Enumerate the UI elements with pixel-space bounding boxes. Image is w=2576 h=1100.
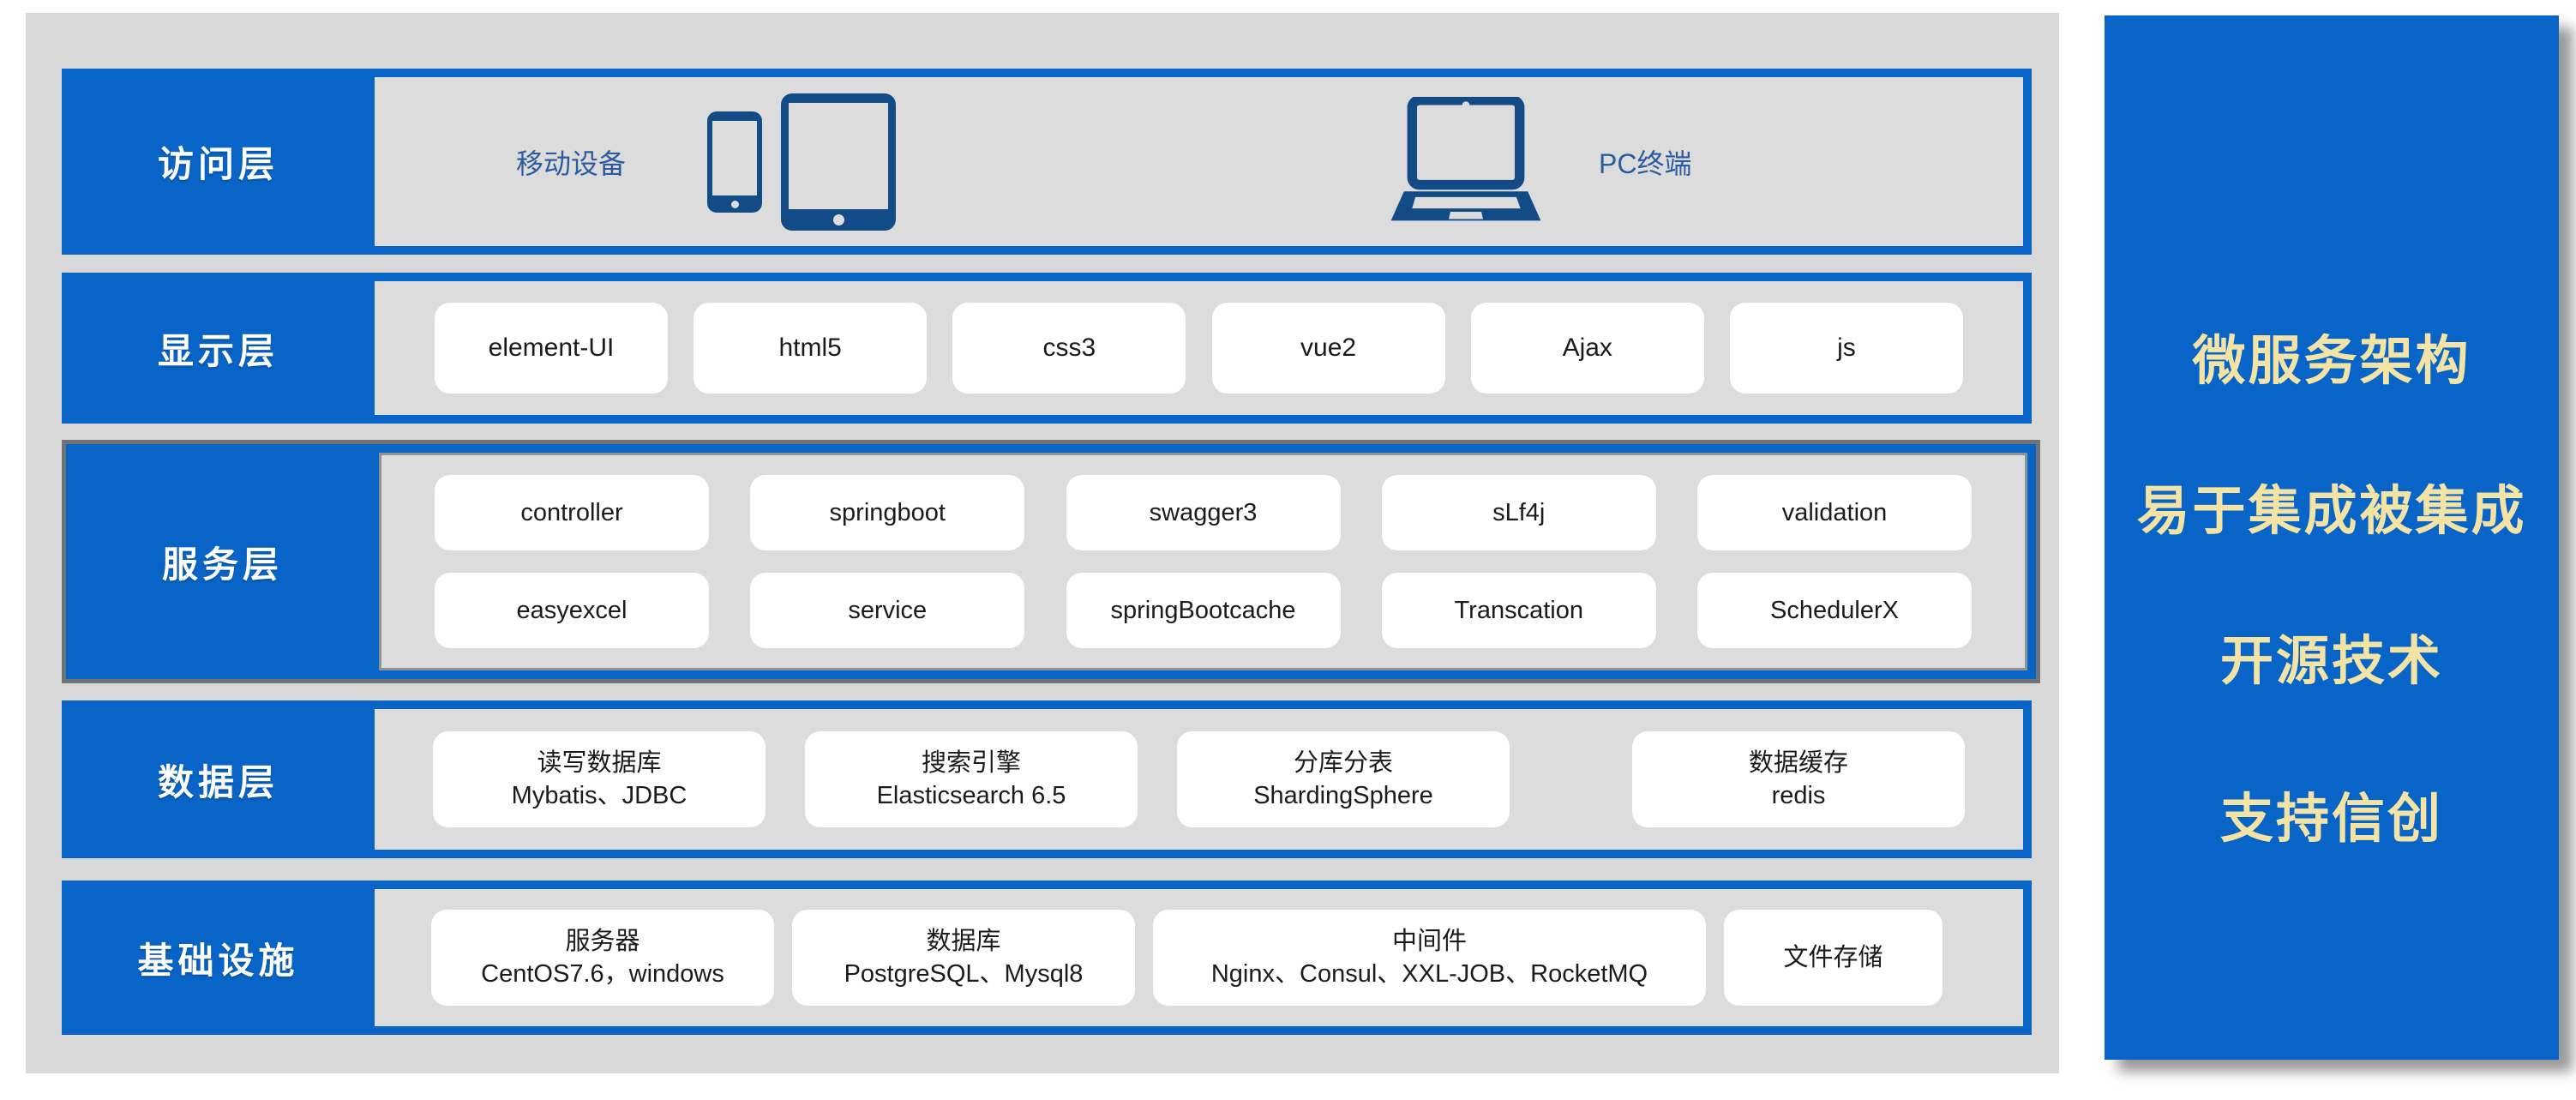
- card-subtitle: Nginx、Consul、XXL-JOB、RocketMQ: [1210, 960, 1648, 988]
- feature-item: 微服务架构: [2192, 332, 2471, 391]
- feature-item: 易于集成被集成: [2136, 482, 2527, 541]
- layer-content-data: 读写数据库 Mybatis、JDBC 搜索引擎 Elasticsearch 6.…: [375, 709, 2023, 850]
- tech-card: 中间件 Nginx、Consul、XXL-JOB、RocketMQ: [1153, 910, 1706, 1006]
- tech-card: element-UI: [435, 303, 668, 394]
- tablet-icon: [781, 93, 897, 231]
- tech-card: html5: [694, 303, 928, 394]
- tech-card: Transcation: [1381, 573, 1656, 648]
- layer-content-infra: 服务器 CentOS7.6，windows 数据库 PostgreSQL、Mys…: [375, 889, 2023, 1026]
- tech-card: css3: [952, 303, 1186, 394]
- card-subtitle: ShardingSphere: [1253, 782, 1433, 809]
- layer-label-data: 数据层: [157, 761, 279, 802]
- card-title: 分库分表: [1293, 749, 1393, 777]
- pc-terminal-label: PC终端: [1599, 147, 1692, 179]
- layer-label-display: 显示层: [157, 330, 279, 371]
- tech-card: sLf4j: [1381, 475, 1656, 550]
- tech-card: 服务器 CentOS7.6，windows: [431, 910, 774, 1006]
- card-title: 服务器: [565, 928, 640, 955]
- card-title: 数据缓存: [1748, 749, 1848, 777]
- feature-item: 支持信创: [2219, 790, 2443, 849]
- tech-card: vue2: [1211, 303, 1445, 394]
- tech-card: springboot: [750, 475, 1025, 550]
- infra-cards-group: 服务器 CentOS7.6，windows 数据库 PostgreSQL、Mys…: [375, 889, 2023, 1026]
- layer-row-service: 服务层 controller springboot swagger3 sLf4j…: [62, 440, 2040, 683]
- card-subtitle: Elasticsearch 6.5: [876, 782, 1066, 809]
- laptop-icon: [1376, 94, 1556, 227]
- layer-row-display: 显示层 element-UI html5 css3 vue2 Ajax js: [62, 273, 2032, 424]
- card-subtitle: redis: [1771, 782, 1826, 809]
- access-devices-group: 移动设备 PC终端: [375, 77, 2023, 246]
- service-cards-group: controller springboot swagger3 sLf4j val…: [381, 455, 2025, 668]
- tech-card: js: [1729, 303, 1963, 394]
- layer-row-access: 访问层 移动设备 PC终端: [62, 69, 2032, 255]
- phone-icon: [707, 111, 763, 213]
- layer-row-infra: 基础设施 服务器 CentOS7.6，windows 数据库 PostgreSQ…: [62, 881, 2032, 1035]
- tech-card: 搜索引擎 Elasticsearch 6.5: [805, 731, 1138, 827]
- card-title: 中间件: [1391, 928, 1467, 955]
- tech-card: SchedulerX: [1697, 573, 1972, 648]
- tech-card: 数据库 PostgreSQL、Mysql8: [792, 910, 1135, 1006]
- layer-label-access: 访问层: [157, 144, 279, 184]
- layer-content-access: 移动设备 PC终端: [375, 77, 2023, 246]
- tech-card: service: [750, 573, 1025, 648]
- card-title: 文件存储: [1783, 944, 1883, 971]
- tech-card: springBootcache: [1066, 573, 1341, 648]
- layer-label-service: 服务层: [161, 544, 283, 585]
- card-title: 读写数据库: [537, 749, 662, 777]
- tech-card: swagger3: [1066, 475, 1341, 550]
- card-subtitle: Mybatis、JDBC: [511, 782, 688, 809]
- layer-content-service: controller springboot swagger3 sLf4j val…: [379, 453, 2027, 670]
- data-cards-group: 读写数据库 Mybatis、JDBC 搜索引擎 Elasticsearch 6.…: [375, 709, 2023, 850]
- card-title: 搜索引擎: [921, 749, 1021, 777]
- tech-card: validation: [1697, 475, 1972, 550]
- layer-label-infra: 基础设施: [137, 940, 299, 981]
- service-cards-line-1: controller springboot swagger3 sLf4j val…: [435, 475, 1972, 550]
- tech-card: controller: [435, 475, 709, 550]
- card-title: 数据库: [926, 928, 1001, 955]
- tech-card: easyexcel: [435, 573, 709, 648]
- tech-card: 文件存储: [1724, 910, 1943, 1006]
- tech-card: 数据缓存 redis: [1632, 731, 1965, 827]
- service-cards-line-2: easyexcel service springBootcache Transc…: [435, 573, 1972, 648]
- tech-card: 读写数据库 Mybatis、JDBC: [433, 731, 766, 827]
- card-subtitle: CentOS7.6，windows: [481, 960, 724, 988]
- tech-card: Ajax: [1470, 303, 1704, 394]
- mobile-devices-label: 移动设备: [516, 147, 627, 179]
- layer-row-data: 数据层 读写数据库 Mybatis、JDBC 搜索引擎 Elasticsearc…: [62, 700, 2032, 858]
- card-subtitle: PostgreSQL、Mysql8: [844, 960, 1084, 988]
- tech-card: 分库分表 ShardingSphere: [1177, 731, 1510, 827]
- features-panel: 微服务架构 易于集成被集成 开源技术 支持信创: [2105, 15, 2559, 1060]
- display-cards-group: element-UI html5 css3 vue2 Ajax js: [375, 281, 2023, 415]
- layer-content-display: element-UI html5 css3 vue2 Ajax js: [375, 281, 2023, 415]
- feature-item: 开源技术: [2219, 632, 2443, 691]
- layers-panel: 访问层 移动设备 PC终端: [26, 13, 2059, 1073]
